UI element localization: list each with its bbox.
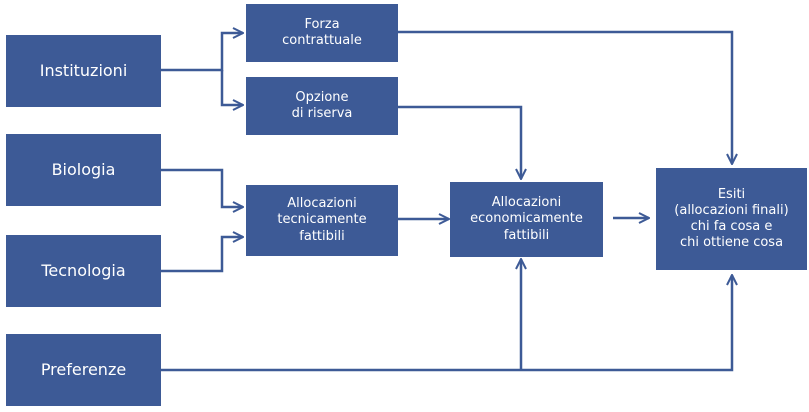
node-forza-contrattuale: Forza contrattuale: [246, 4, 398, 62]
edge-biologia-allocazioni-tecniche: [161, 168, 243, 207]
edge-instituzioni-forza: [161, 33, 243, 72]
node-allocazioni-economicamente-fattibili: Allocazioni economicamente fattibili: [450, 182, 603, 257]
node-opzione-di-riserva: Opzione di riserva: [246, 77, 398, 135]
node-tecnologia: Tecnologia: [6, 235, 161, 307]
edge-opzione-allocazioni-economiche: [398, 105, 521, 179]
node-esiti: Esiti (allocazioni finali) chi fa cosa e…: [656, 168, 807, 270]
edge-forza-esiti: [398, 30, 732, 164]
edge-tecnologia-allocazioni-tecniche: [161, 237, 243, 273]
node-allocazioni-tecnicamente-fattibili: Allocazioni tecnicamente fattibili: [246, 185, 398, 256]
node-preferenze: Preferenze: [6, 334, 161, 406]
edge-preferenze-esiti: [161, 275, 732, 372]
node-biologia: Biologia: [6, 134, 161, 206]
edge-instituzioni-opzione: [220, 70, 243, 105]
node-instituzioni: Instituzioni: [6, 35, 161, 107]
